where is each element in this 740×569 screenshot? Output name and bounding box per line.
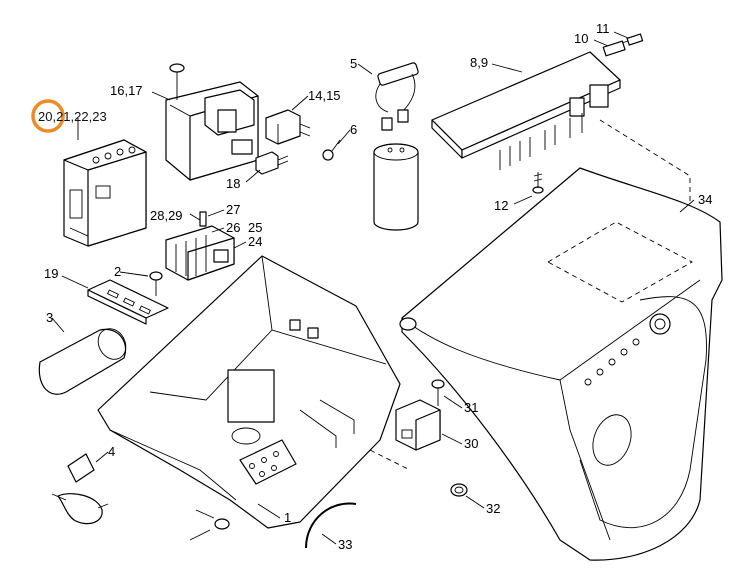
- callout-18[interactable]: 18: [226, 176, 240, 191]
- highlight-marker: [31, 99, 65, 133]
- leader-lines: [51, 31, 695, 545]
- callout-34[interactable]: 34: [698, 192, 712, 207]
- part-5-resistor-wire[interactable]: [375, 62, 419, 131]
- callout-10[interactable]: 10: [574, 31, 588, 46]
- part-12-screw[interactable]: [532, 172, 544, 194]
- callout-33[interactable]: 33: [338, 537, 352, 552]
- part-3-cylinder-capacitor[interactable]: [38, 324, 131, 395]
- callout-25[interactable]: 25: [248, 220, 262, 235]
- callout-27[interactable]: 27: [226, 202, 240, 217]
- callout-24[interactable]: 24: [248, 234, 262, 249]
- callout-14-15[interactable]: 14,15: [308, 88, 341, 103]
- callout-20-23[interactable]: 20,21,22,23: [38, 109, 107, 124]
- callout-1[interactable]: 1: [284, 510, 291, 525]
- callout-31[interactable]: 31: [464, 400, 478, 415]
- part-4-clip[interactable]: [67, 453, 95, 483]
- part-8-9-circuit-board[interactable]: [431, 51, 621, 170]
- callout-3[interactable]: 3: [46, 310, 53, 325]
- callout-6[interactable]: 6: [350, 122, 357, 137]
- assembly-line-board: [599, 119, 691, 206]
- part-16-17-transformer[interactable]: [165, 63, 259, 181]
- part-30-bracket[interactable]: [395, 399, 441, 451]
- part-32-cable-gland[interactable]: [450, 483, 468, 497]
- callout-labels: 11 10 8,9 16,17 20,21,22,23 14,15 5 6 18…: [38, 21, 712, 552]
- part-3-screw[interactable]: [149, 271, 163, 296]
- callout-11[interactable]: 11: [596, 21, 610, 36]
- part-7-capacitor[interactable]: [373, 143, 419, 231]
- part-2-base-screw[interactable]: [195, 509, 230, 530]
- part-6-ring-terminal[interactable]: [322, 139, 341, 161]
- callout-16-17[interactable]: 16,17: [110, 83, 143, 98]
- callout-32[interactable]: 32: [486, 501, 500, 516]
- part-31-screw[interactable]: [431, 379, 445, 406]
- callout-8-9[interactable]: 8,9: [470, 55, 488, 70]
- part-14-15-relay[interactable]: [265, 109, 311, 145]
- part-18-terminal[interactable]: [255, 151, 289, 175]
- part-2-cable-tie[interactable]: [51, 493, 103, 525]
- callout-26[interactable]: 26: [226, 220, 240, 235]
- callout-19[interactable]: 19: [44, 266, 58, 281]
- callout-5[interactable]: 5: [350, 56, 357, 71]
- assembly-line-relay: [329, 429, 411, 471]
- part-10-fuse-holder[interactable]: [602, 40, 626, 57]
- callout-30[interactable]: 30: [464, 436, 478, 451]
- part-20-23-contactor[interactable]: [63, 139, 147, 247]
- callout-12[interactable]: 12: [494, 198, 508, 213]
- part-24-29-terminal-block[interactable]: [165, 211, 235, 281]
- callout-2-upper[interactable]: 2: [114, 264, 121, 279]
- part-11-fuse[interactable]: [621, 33, 644, 46]
- callout-28-29[interactable]: 28,29: [150, 208, 183, 223]
- part-33-wire-arc[interactable]: [305, 502, 357, 549]
- callout-4[interactable]: 4: [108, 444, 115, 459]
- part-1-base-housing[interactable]: [97, 255, 401, 529]
- part-19-din-rail[interactable]: [87, 279, 169, 325]
- part-34-housing-cover[interactable]: [399, 167, 723, 561]
